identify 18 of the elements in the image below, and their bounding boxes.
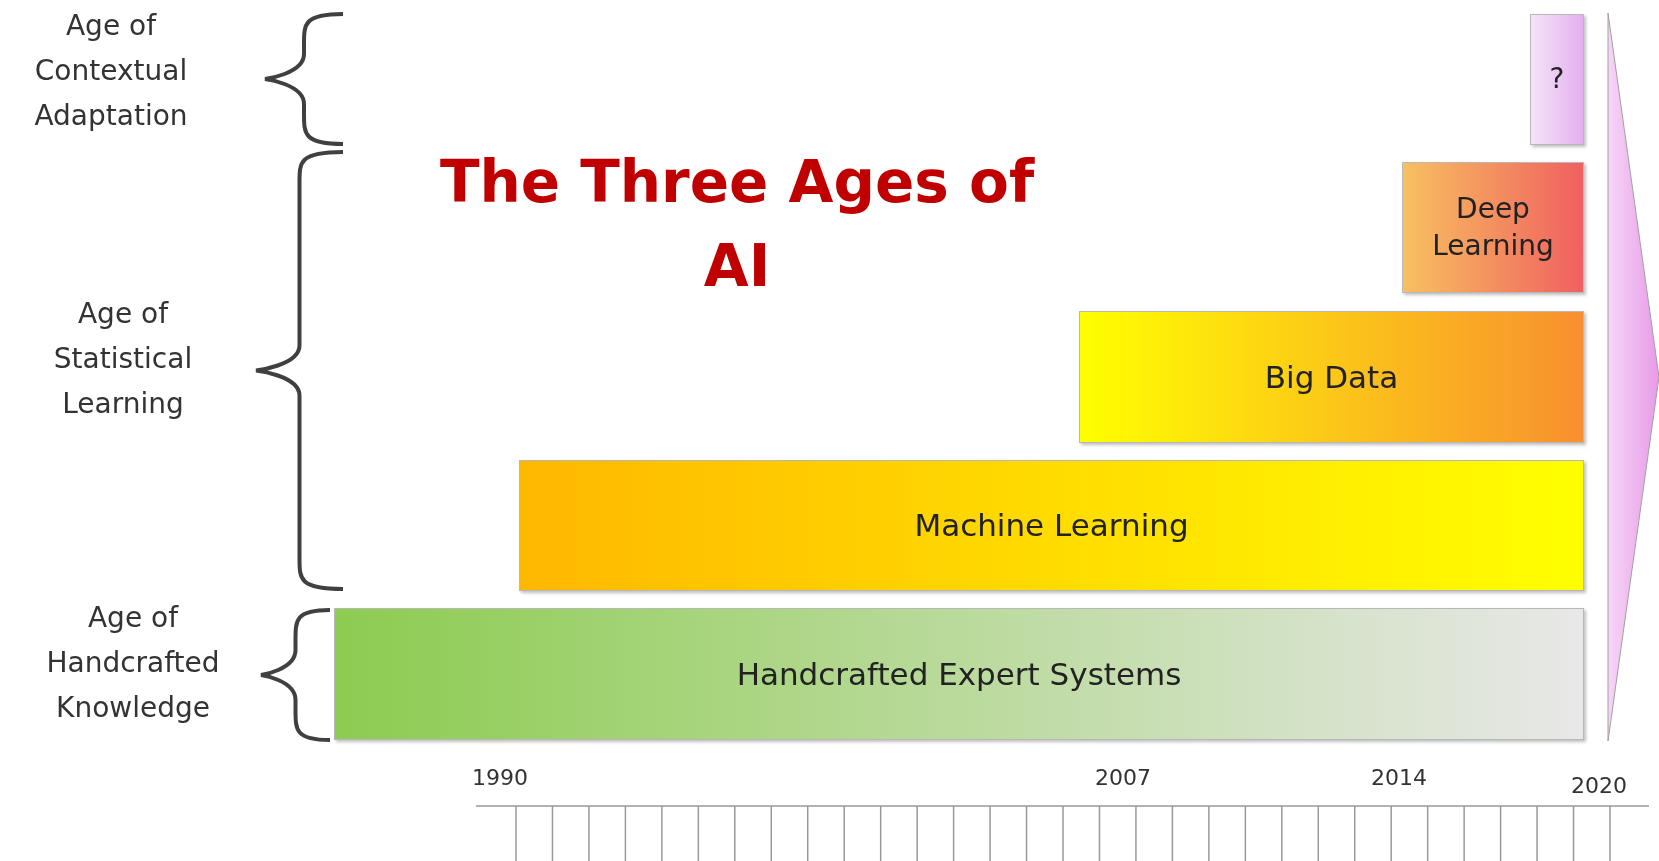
timeline-bar	[334, 608, 1584, 740]
age-label: Age of Contextual Adaptation	[33, 8, 189, 134]
age-label: Age of Statistical Learning	[52, 296, 194, 422]
timeline-bar	[1402, 162, 1584, 293]
year-label: 2007	[1095, 765, 1151, 790]
age-label: Age of Handcrafted Knowledge	[45, 600, 221, 726]
timeline-bar	[1079, 311, 1584, 443]
bar-label: Machine Learning	[914, 506, 1189, 546]
bar-label: Big Data	[1264, 357, 1399, 397]
year-label: 1990	[472, 765, 528, 790]
bar-label: ?	[1548, 61, 1566, 98]
bar-label: Deep Learning	[1431, 191, 1555, 264]
year-label: 2020	[1571, 773, 1627, 798]
diagram-title: The Three Ages of AI	[438, 147, 1036, 303]
bar-label: Handcrafted Expert Systems	[736, 654, 1182, 694]
year-label: 2014	[1371, 765, 1427, 790]
timeline-bar	[519, 460, 1584, 591]
timeline-bar	[1530, 14, 1584, 145]
